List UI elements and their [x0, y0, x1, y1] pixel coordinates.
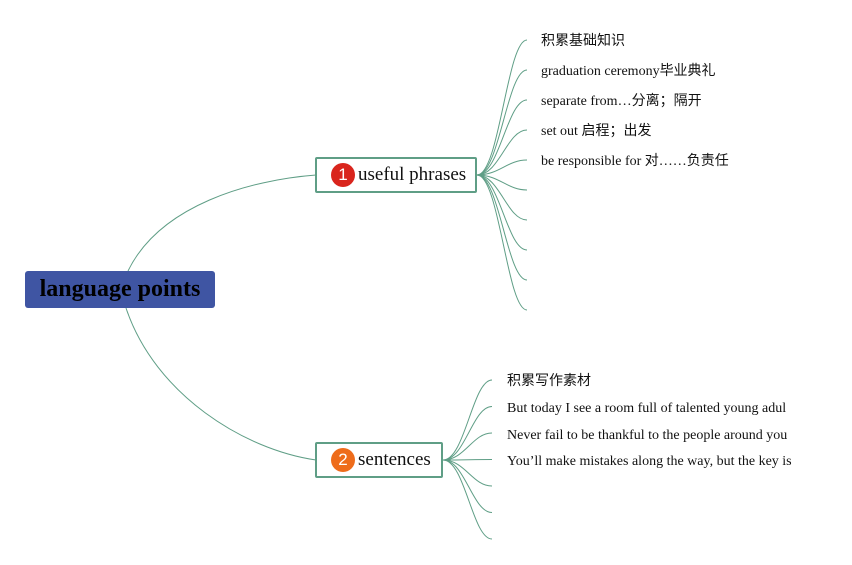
phrase-item[interactable]: graduation ceremony毕业典礼: [541, 64, 716, 79]
phrase-item[interactable]: set out 启程；出发: [541, 124, 652, 139]
priority-2-icon: 2: [331, 448, 355, 472]
phrase-connector: [476, 174, 528, 251]
connector-root-sentences: [125, 307, 317, 461]
phrase-item[interactable]: be responsible for 对……负责任: [541, 154, 729, 169]
sentences-leaf-connectors: [442, 379, 493, 540]
phrase-item[interactable]: separate from…分离；隔开: [541, 94, 702, 109]
phrase-connector: [476, 174, 528, 281]
phrase-item[interactable]: 积累基础知识: [541, 34, 625, 49]
connector-root-useful-phrases: [127, 174, 317, 272]
sentence-connector: [442, 406, 493, 461]
phrase-connector: [476, 174, 528, 311]
sentence-connector: [442, 459, 493, 513]
sentence-connector: [442, 432, 493, 461]
phrase-connector: [476, 159, 528, 176]
root-node[interactable]: language points: [25, 271, 215, 308]
sentence-connector: [442, 459, 493, 487]
phrase-connector: [476, 69, 528, 176]
sentence-connector: [442, 459, 493, 461]
branch-sentences[interactable]: 2 sentences: [315, 442, 443, 478]
sentence-item[interactable]: 积累写作素材: [507, 374, 591, 389]
branch-useful-phrases[interactable]: 1 useful phrases: [315, 157, 477, 193]
sentence-item[interactable]: Never fail to be thankful to the people …: [507, 428, 788, 443]
root-node-label: language points: [39, 276, 201, 302]
sentence-connector: [442, 379, 493, 461]
sentence-item[interactable]: You’ll make mistakes along the way, but …: [507, 454, 792, 469]
useful-phrases-leaf-connectors: [476, 39, 528, 311]
priority-1-icon: 1: [331, 163, 355, 187]
branch-sentences-label: sentences: [358, 449, 431, 470]
sentence-connector: [442, 459, 493, 540]
phrase-connector: [476, 99, 528, 176]
phrase-connector: [476, 174, 528, 221]
phrase-connector: [476, 129, 528, 176]
phrase-connector: [476, 39, 528, 176]
sentence-item[interactable]: But today I see a room full of talented …: [507, 401, 787, 416]
branch-useful-phrases-label: useful phrases: [358, 164, 467, 185]
